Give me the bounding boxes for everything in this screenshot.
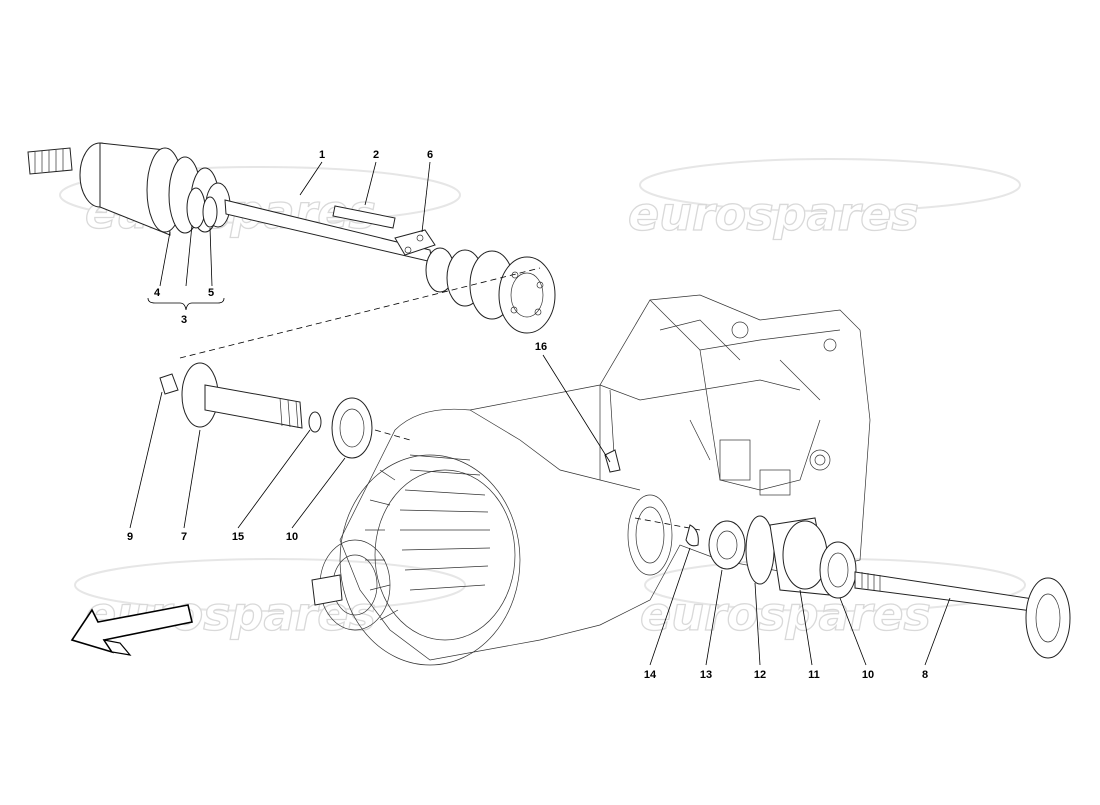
callout-10-right: 10	[862, 669, 874, 681]
callout-13: 13	[700, 669, 712, 681]
callout-8: 8	[922, 669, 928, 681]
callout-7: 7	[181, 531, 187, 543]
callout-6: 6	[427, 149, 433, 161]
drive-shaft-assembly	[27, 142, 556, 334]
callout-2: 2	[373, 149, 379, 161]
callout-12: 12	[754, 669, 766, 681]
seal-ring-5	[202, 196, 218, 228]
callout-1: 1	[319, 149, 325, 161]
nut-9	[159, 373, 179, 395]
circlip-15	[308, 411, 322, 433]
watermark-top-right: eurospares	[628, 187, 919, 241]
callout-15: 15	[232, 531, 244, 543]
callout-4: 4	[154, 287, 161, 299]
callout-11: 11	[808, 669, 820, 681]
pin-16	[604, 449, 621, 473]
circlip-14	[685, 524, 699, 547]
gearbox-housing	[311, 294, 871, 666]
oil-seal-10-right	[819, 541, 857, 599]
oil-seal-10	[331, 397, 373, 459]
bearing-13	[708, 520, 746, 570]
callout-9: 9	[127, 531, 133, 543]
callout-10-left: 10	[286, 531, 298, 543]
leader-lines	[129, 161, 951, 666]
callout-labels: 1 2 6 4 5 3 16 9 7 15 10 14 13 12 11 10 …	[127, 149, 928, 681]
callout-5: 5	[208, 287, 214, 299]
callout-16: 16	[535, 341, 547, 353]
watermark-bottom-right: eurospares	[640, 587, 931, 641]
stub-shaft-assembly	[159, 267, 701, 531]
right-output-assembly	[604, 449, 1071, 659]
bolt-2	[332, 205, 396, 229]
direction-arrow-icon	[70, 604, 193, 656]
callout-14: 14	[644, 669, 657, 681]
callout-3: 3	[181, 314, 187, 326]
seal-ring-4	[186, 187, 206, 229]
